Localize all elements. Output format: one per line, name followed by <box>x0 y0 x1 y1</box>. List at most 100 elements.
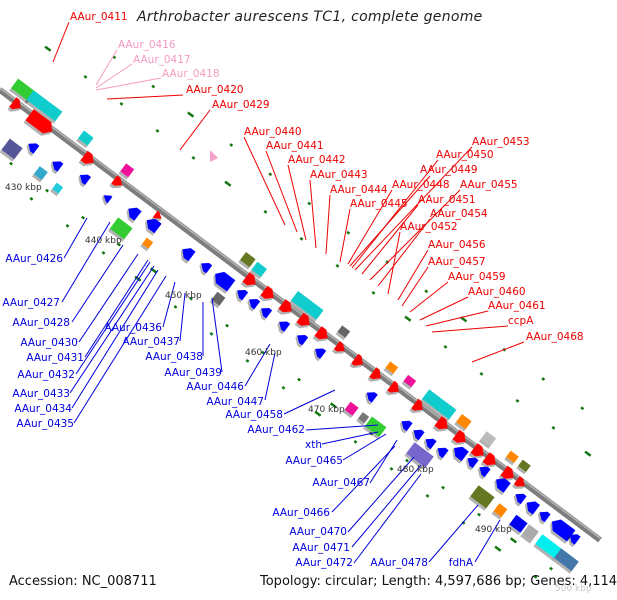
gene-label[interactable]: AAur_0451 <box>418 194 476 206</box>
gene-label[interactable]: AAur_0429 <box>212 99 270 111</box>
gene-label[interactable]: AAur_0448 <box>392 179 450 191</box>
gene-feature[interactable] <box>256 304 273 321</box>
gene-label[interactable]: AAur_0436 <box>104 322 162 334</box>
gene-feature[interactable] <box>480 452 500 471</box>
gene-label[interactable]: AAur_0442 <box>288 154 346 166</box>
gene-feature[interactable] <box>310 345 327 362</box>
gene-feature[interactable] <box>78 150 98 170</box>
gene-label[interactable]: AAur_0456 <box>428 239 486 251</box>
gene-label[interactable]: AAur_0465 <box>285 455 343 467</box>
gene-feature[interactable] <box>356 412 370 426</box>
gene-feature[interactable] <box>99 192 113 206</box>
gene-label[interactable]: AAur_0426 <box>5 253 63 265</box>
gene-feature[interactable] <box>24 140 40 157</box>
gene-feature[interactable] <box>244 295 261 312</box>
gene-feature[interactable] <box>363 416 387 440</box>
gene-labels[interactable]: AAur_0411AAur_0416AAur_0417AAur_0418AAur… <box>2 11 583 569</box>
gene-feature[interactable] <box>491 503 508 520</box>
gene-feature[interactable] <box>385 380 402 399</box>
gene-feature[interactable] <box>409 398 426 417</box>
gene-label[interactable]: ccpA <box>508 315 534 327</box>
gene-label[interactable]: AAur_0454 <box>430 208 488 220</box>
gene-label[interactable]: AAur_0457 <box>428 256 486 268</box>
gene-feature[interactable] <box>504 450 519 466</box>
gene-feature[interactable] <box>209 268 236 294</box>
gene-feature[interactable] <box>420 389 457 422</box>
gene-feature[interactable] <box>511 476 528 492</box>
gene-feature[interactable] <box>232 286 249 303</box>
gene-label[interactable]: AAur_0450 <box>436 149 494 161</box>
gene-label[interactable]: AAur_0439 <box>164 367 222 379</box>
gene-feature[interactable] <box>76 130 94 149</box>
gene-label[interactable]: AAur_0432 <box>17 369 75 381</box>
gene-feature[interactable] <box>48 158 64 175</box>
gene-feature[interactable] <box>23 109 57 139</box>
gene-feature[interactable] <box>463 454 479 471</box>
gene-feature[interactable] <box>118 163 135 180</box>
gene-label[interactable]: AAur_0434 <box>14 403 72 415</box>
gene-feature[interactable] <box>249 261 268 280</box>
gene-feature[interactable] <box>535 508 551 525</box>
gene-feature[interactable] <box>397 417 413 434</box>
gene-label[interactable]: AAur_0459 <box>448 271 506 283</box>
gene-feature[interactable] <box>409 426 425 443</box>
gene-label[interactable]: AAur_0452 <box>400 221 458 233</box>
gene-label[interactable]: AAur_0467 <box>312 477 370 489</box>
gene-label[interactable]: AAur_0461 <box>488 300 546 312</box>
gene-label[interactable]: AAur_0446 <box>186 381 244 393</box>
gene-label[interactable]: AAur_0455 <box>460 179 518 191</box>
gene-feature[interactable] <box>75 171 91 188</box>
gene-feature[interactable] <box>533 534 562 561</box>
gene-feature[interactable] <box>31 166 48 183</box>
gene-label[interactable]: AAur_0431 <box>26 352 84 364</box>
gene-feature[interactable] <box>349 353 366 372</box>
gene-feature[interactable] <box>401 374 417 390</box>
gene-feature[interactable] <box>367 367 384 385</box>
gene-label[interactable]: AAur_0416 <box>118 39 176 51</box>
gene-label[interactable]: AAur_0466 <box>272 507 330 519</box>
gene-feature[interactable] <box>478 431 497 449</box>
gene-feature[interactable] <box>335 325 351 341</box>
gene-feature[interactable] <box>383 361 399 377</box>
gene-feature[interactable] <box>468 443 488 462</box>
gene-label[interactable]: AAur_0418 <box>162 68 220 80</box>
gene-feature[interactable] <box>546 516 576 544</box>
gene-feature[interactable] <box>511 490 527 507</box>
gene-label[interactable]: AAur_0449 <box>420 164 478 176</box>
gene-label[interactable]: AAur_0458 <box>225 409 283 421</box>
gene-feature[interactable] <box>432 416 452 435</box>
gene-label[interactable]: AAur_0435 <box>16 418 74 430</box>
gene-feature[interactable] <box>177 245 196 264</box>
gene-label[interactable]: AAur_0447 <box>206 396 264 408</box>
gene-label[interactable]: AAur_0438 <box>145 351 203 363</box>
gene-feature[interactable] <box>240 272 260 291</box>
gene-feature[interactable] <box>454 414 472 432</box>
gene-feature[interactable] <box>421 435 437 452</box>
gene-label[interactable]: AAur_0430 <box>20 337 78 349</box>
gene-feature[interactable] <box>274 318 291 335</box>
gene-feature[interactable] <box>449 443 469 464</box>
gene-label[interactable]: AAur_0443 <box>310 169 368 181</box>
gene-label[interactable]: AAur_0440 <box>244 126 302 138</box>
gene-label[interactable]: AAur_0441 <box>266 140 324 152</box>
gene-feature[interactable] <box>210 150 218 162</box>
gene-label[interactable]: AAur_0411 <box>70 11 128 23</box>
gene-feature[interactable] <box>238 252 256 270</box>
gene-label[interactable]: AAur_0417 <box>133 54 191 66</box>
gene-feature[interactable] <box>123 204 142 224</box>
gene-feature[interactable] <box>24 90 63 124</box>
gene-label[interactable]: AAur_0478 <box>370 557 428 569</box>
gene-label[interactable]: AAur_0460 <box>468 286 526 298</box>
gene-feature[interactable] <box>507 514 528 536</box>
gene-feature[interactable] <box>107 217 133 242</box>
gene-feature[interactable] <box>294 312 314 332</box>
gene-feature[interactable] <box>7 97 24 115</box>
gene-feature[interactable] <box>342 401 359 419</box>
gene-feature[interactable] <box>0 138 23 162</box>
gene-feature[interactable] <box>109 175 125 191</box>
gene-label[interactable]: AAur_0445 <box>350 198 408 210</box>
gene-feature[interactable] <box>331 341 348 357</box>
gene-label[interactable]: AAur_0471 <box>292 542 350 554</box>
gene-feature[interactable] <box>491 475 511 496</box>
gene-feature[interactable] <box>196 259 213 276</box>
